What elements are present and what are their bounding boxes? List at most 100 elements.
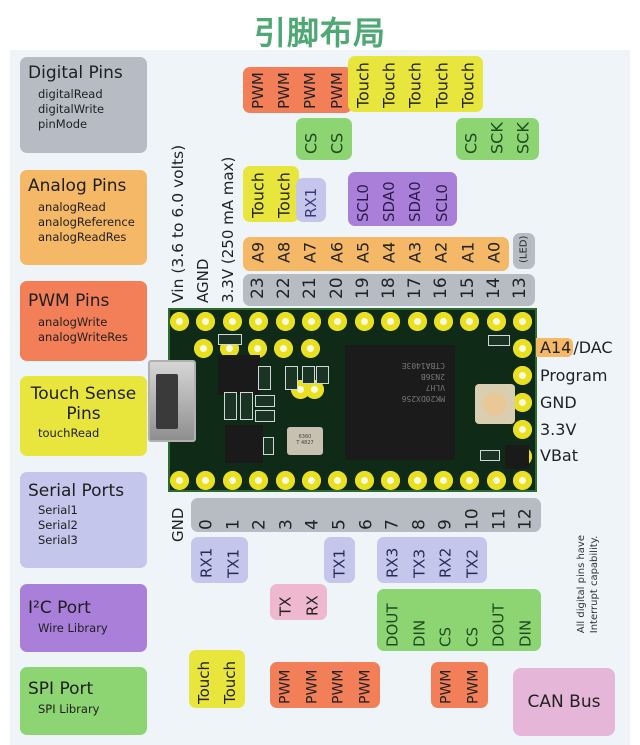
top-pwm-labels — [243, 67, 352, 113]
legend-serial: Serial Ports Serial1 Serial2 Serial3 — [20, 472, 147, 568]
pin-pad — [407, 312, 427, 331]
top-pwm-labels-label: PWM — [275, 72, 294, 109]
top-serial-rx1-label: RX1 — [302, 187, 321, 218]
top-spi-left-label: CS — [327, 132, 347, 154]
top-spi-left-label: CS — [301, 132, 321, 154]
top-touch-right-label: Touch — [379, 62, 399, 108]
top-touch-right-label: Touch — [458, 62, 478, 108]
legend-sub: SPI Library — [38, 702, 100, 716]
smd-component — [240, 392, 253, 420]
top-analog-labels-label: A1 — [458, 241, 478, 264]
bottom-spi-labels-label: DOUT — [489, 603, 508, 648]
pin-pad — [486, 312, 506, 331]
right-label-a14dac: A14/DAC — [536, 338, 613, 358]
pin-pad — [513, 312, 533, 331]
program-pushbutton — [475, 384, 515, 424]
bottom-pin-numbers-label: 6 — [355, 519, 376, 530]
power-label-3v3: 3.3V (250 mA max) — [219, 156, 237, 303]
bottom-pin-numbers-label: 9 — [435, 519, 456, 530]
smd-component — [224, 392, 237, 420]
bottom-serial-a-label: TX1 — [223, 549, 242, 578]
bottom-serial-c-label: RX2 — [436, 547, 455, 578]
pin-pad — [275, 312, 295, 331]
ic-chip-qfn — [225, 425, 263, 463]
smd-component — [255, 410, 275, 422]
legend-i2c: I²C Port Wire Library — [20, 584, 147, 652]
pin-pad — [407, 471, 427, 490]
pin-pad — [305, 380, 324, 399]
bottom-pin-numbers-label: 11 — [488, 508, 509, 530]
top-pin-numbers-label: 21 — [300, 277, 321, 300]
bottom-spi-labels — [377, 589, 541, 651]
pin-pad — [249, 471, 269, 490]
top-i2c-labels-label: SDA0 — [406, 181, 425, 222]
mcu-marking: MK20DX256 VLH7 2N36B CTBA1403E — [355, 360, 445, 404]
bottom-serial-a-label: RX1 — [197, 547, 216, 578]
top-touch-left — [243, 166, 300, 222]
mcu-marking-line: CTBA1403E — [401, 361, 445, 370]
legend-sub: digitalWrite — [38, 102, 105, 116]
pin-pad — [248, 339, 267, 358]
bottom-spi-labels-label: DIN — [409, 619, 428, 647]
top-pwm-labels-label: PWM — [327, 72, 346, 109]
bottom-serial-b-label: TX1 — [330, 549, 349, 578]
top-analog-labels-label: A4 — [379, 241, 399, 264]
pin-pad — [328, 312, 348, 331]
top-analog-labels-label: A0 — [484, 241, 504, 264]
bottom-serial-b — [324, 537, 355, 583]
mcu-chip — [345, 345, 455, 460]
top-analog-labels-label: A8 — [274, 241, 294, 264]
right-label-3v3: 3.3V — [540, 420, 577, 439]
smd-component — [255, 395, 275, 407]
interrupt-note-line: Interrupt capability. — [589, 535, 600, 634]
bottom-pin-numbers-label: 10 — [462, 508, 483, 530]
bottom-pwm-b — [431, 662, 489, 708]
top-pin-numbers-label: 15 — [457, 277, 478, 300]
pin-pad — [222, 312, 242, 331]
crystal-marking: 6360 — [298, 434, 312, 440]
bottom-pwm-a — [270, 662, 381, 708]
legend-sub: analogReadRes — [38, 230, 127, 244]
bottom-pwm-b-label: PWM — [438, 669, 455, 704]
pin-pad — [513, 471, 533, 490]
top-spi-left — [296, 118, 353, 160]
legend-sub: analogReference — [38, 215, 135, 229]
top-pin-numbers-label: 14 — [483, 277, 504, 300]
top-pin-numbers-label: 16 — [431, 277, 452, 300]
bottom-pwm-b-label: PWM — [464, 669, 481, 704]
pin-pad — [196, 312, 216, 331]
mcu-marking-line: 2N36B — [420, 372, 445, 381]
dac-label: /DAC — [573, 338, 613, 357]
pin-pad — [302, 312, 321, 331]
pin-pad — [434, 471, 453, 490]
pin-pad — [381, 312, 401, 331]
top-touch-right-label: Touch — [432, 62, 452, 108]
bottom-pwm-a-label: PWM — [303, 669, 320, 704]
smd-component — [488, 335, 510, 346]
bottom-pin-numbers-label: 2 — [249, 519, 270, 530]
top-analog-labels-label: A5 — [353, 241, 373, 264]
top-pwm-labels-label: PWM — [249, 72, 268, 109]
page-title: 引脚布局 — [253, 14, 386, 52]
bottom-pin-numbers-label: 0 — [196, 519, 217, 530]
bottom-pin-numbers-label: 4 — [302, 519, 323, 530]
right-label-program: Program — [540, 366, 608, 385]
can-bus-label: CAN Bus — [513, 668, 615, 736]
mcu-marking-line: MK20DX256 — [401, 394, 445, 403]
legend-pwm: PWM Pins analogWrite analogWriteRes — [20, 281, 147, 361]
smd-component — [263, 437, 274, 455]
pin-pad — [196, 471, 216, 490]
pin-pad — [434, 312, 453, 331]
legend-sub: Serial2 — [38, 518, 78, 532]
bottom-touch-label: Touch — [195, 660, 213, 704]
top-analog-labels-label: A9 — [248, 241, 268, 264]
bottom-spi-labels-label: CS — [436, 627, 455, 647]
top-pin-numbers-label: 20 — [326, 277, 347, 300]
top-i2c-labels — [348, 172, 457, 226]
top-analog-labels — [243, 237, 509, 271]
bottom-spi-labels-label: DOUT — [383, 603, 402, 648]
smd-component — [302, 366, 315, 384]
legend-sub: Serial1 — [38, 503, 78, 517]
pin-pad — [274, 339, 293, 358]
mcu-marking-line: VLH7 — [425, 383, 445, 392]
